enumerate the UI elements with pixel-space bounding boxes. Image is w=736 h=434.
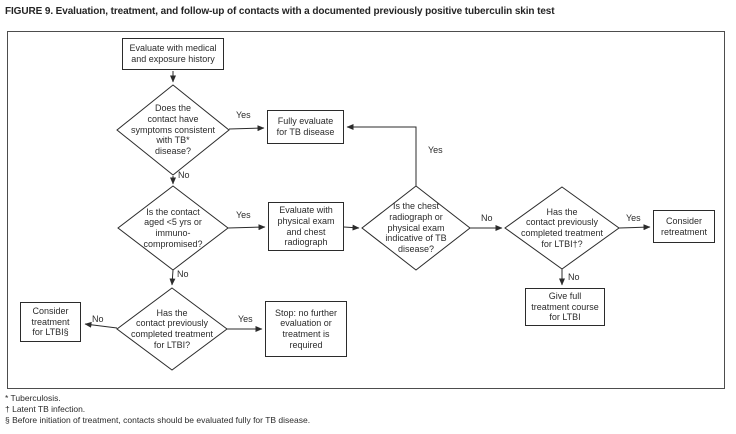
decision-age-immuno-shape [117,185,229,271]
footnotes: * Tuberculosis. † Latent TB infection. §… [5,393,310,426]
node-evaluate-history: Evaluate with medical and exposure histo… [122,38,224,70]
connector-completed-yes-to-retreatment [618,224,651,231]
node-physical-exam: Evaluate with physical exam and chest ra… [268,202,344,251]
edge-label-no-age: No [177,269,189,279]
connector-physical-exam-to-radiograph [343,224,360,231]
node-consider-retreatment: Consider retreatment [653,210,715,243]
figure-title: FIGURE 9. Evaluation, treatment, and fol… [5,6,555,17]
edge-label-no-symptoms: No [178,170,190,180]
node-give-full-treatment: Give full treatment course for LTBI [525,288,605,326]
decision-radiograph-text: Is the chest radiograph or physical exam… [385,201,447,254]
edge-label-yes-age: Yes [236,210,251,220]
footnote-tuberculosis: * Tuberculosis. [5,393,61,403]
node-stop: Stop: no further evaluation or treatment… [265,301,347,357]
connector-symptoms-yes-to-fully-evaluate [228,125,265,132]
edge-label-yes-symptoms: Yes [236,110,251,120]
decision-completed-treatment2-shape [116,287,228,371]
decision-age-immuno-text: Is the contact aged <5 yrs or immuno- co… [143,206,203,249]
decision-completed-treatment2-text: Has the contact previously completed tre… [130,307,214,350]
node-consider-treatment: Consider treatment for LTBI§ [20,302,81,342]
connector-radiograph-yes-to-fully-evaluate [346,124,417,186]
footnote-ltbi: † Latent TB infection. [5,404,86,414]
node-fully-evaluate: Fully evaluate for TB disease [267,110,344,144]
footnote-before-initiation: § Before initiation of treatment, contac… [5,415,311,425]
edge-label-yes-completed: Yes [626,213,641,223]
decision-symptoms-shape [116,84,230,176]
connector-completed2-no-to-consider-treatment [84,321,118,329]
decision-symptoms-text: Does the contact have symptoms consisten… [130,103,216,156]
edge-label-yes-radiograph: Yes [428,145,443,155]
edge-label-no-radiograph: No [481,213,493,223]
edge-label-yes-completed2: Yes [238,314,253,324]
decision-completed-treatment-text: Has the contact previously completed tre… [520,206,604,249]
edge-label-no-completed2: No [92,314,104,324]
connector-age-no-to-completed2 [169,269,176,286]
decision-completed-treatment-shape [504,186,620,270]
decision-radiograph-shape [361,185,471,271]
edge-label-no-completed: No [568,272,580,282]
connector-age-yes-to-physical-exam [227,224,266,231]
